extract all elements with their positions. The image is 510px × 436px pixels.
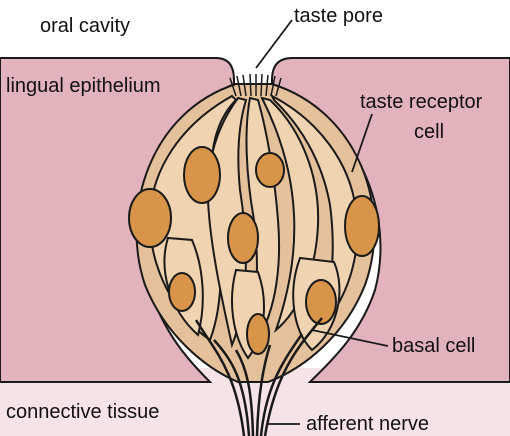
label-connective-tissue: connective tissue: [6, 401, 159, 423]
nucleus: [168, 272, 196, 312]
nucleus: [246, 313, 270, 355]
taste-receptor-cell-leader: [351, 113, 373, 173]
microvilli: [229, 73, 282, 97]
leader-lines: [255, 19, 389, 425]
label-taste-receptor-cell-2: cell: [414, 121, 444, 143]
taste-pore-leader: [255, 19, 293, 69]
label-afferent-nerve: afferent nerve: [306, 413, 429, 435]
nucleus: [255, 152, 285, 188]
nucleus: [183, 146, 221, 204]
cell-nuclei: [128, 146, 380, 355]
label-taste-pore: taste pore: [294, 5, 383, 27]
nucleus: [227, 212, 259, 264]
nucleus: [344, 195, 380, 257]
label-taste-receptor-cell-1: taste receptor: [360, 91, 483, 113]
label-oral-cavity: oral cavity: [40, 15, 130, 37]
basal-cell-leader: [311, 329, 389, 347]
label-basal-cell: basal cell: [392, 335, 475, 357]
lingual-epithelium-right: [271, 57, 510, 383]
afferent-nerve-fibers: [194, 317, 323, 436]
label-lingual-epithelium: lingual epithelium: [6, 75, 161, 97]
nucleus: [305, 279, 337, 325]
nucleus: [128, 188, 172, 248]
